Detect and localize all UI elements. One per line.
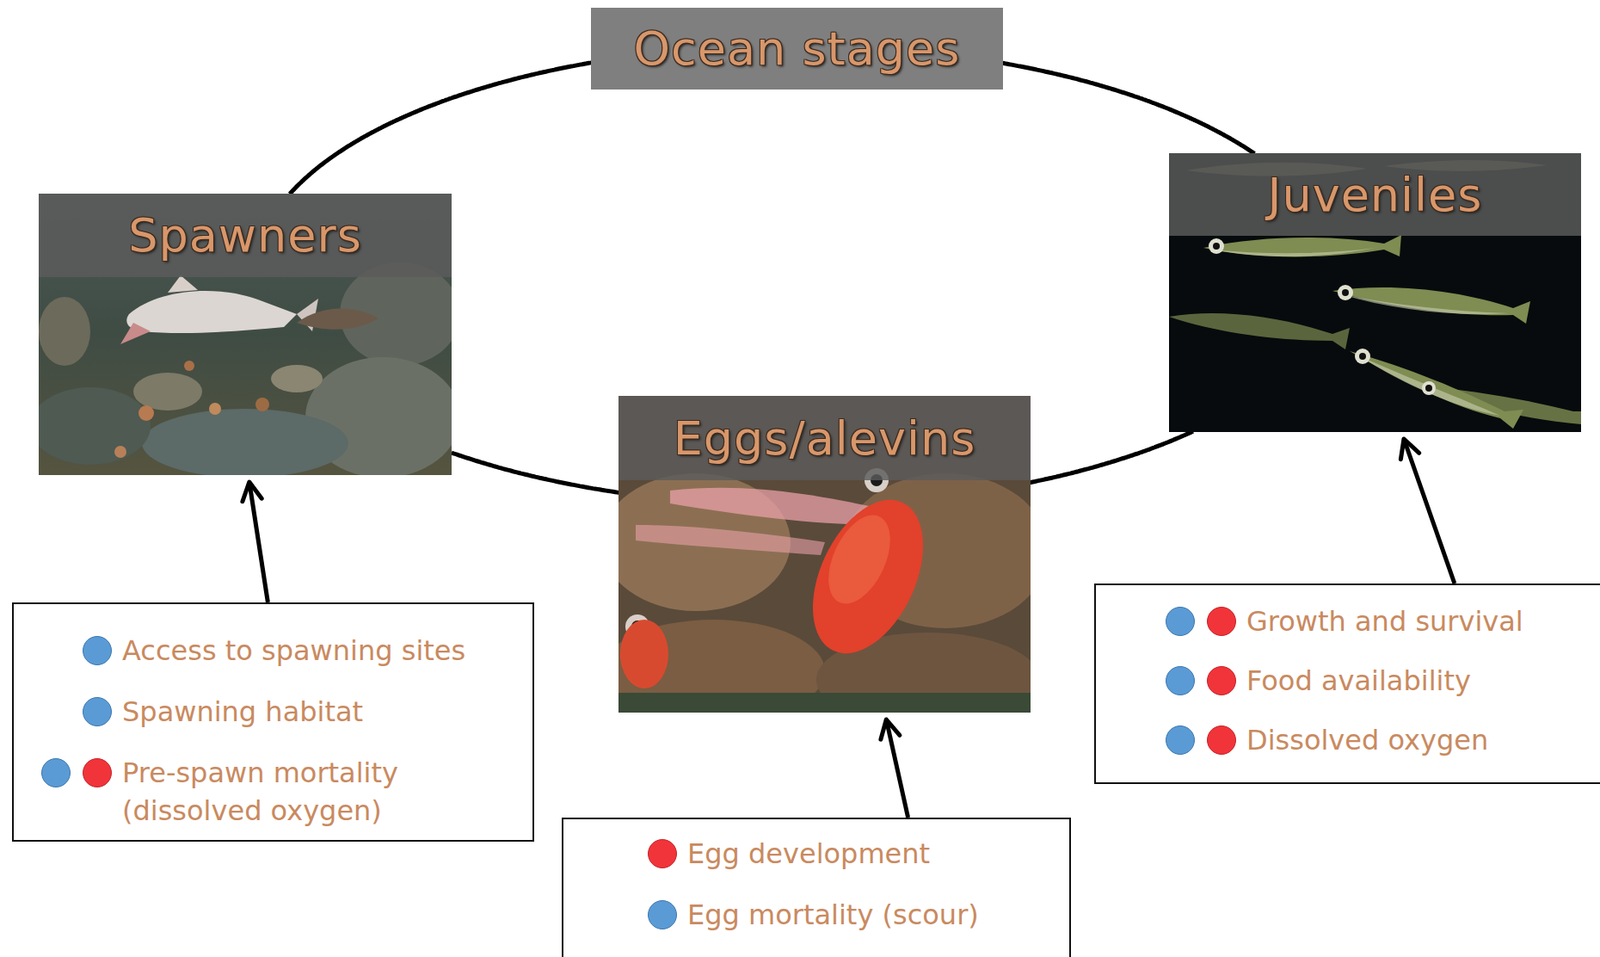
connector-line bbox=[1003, 62, 1256, 154]
dot-group bbox=[13, 631, 123, 665]
title-band: Eggs/alevins bbox=[618, 395, 1031, 480]
stage-title: Ocean stages bbox=[633, 21, 961, 76]
red-dot bbox=[82, 757, 112, 788]
arrowhead bbox=[1400, 438, 1419, 460]
blue-dot bbox=[82, 635, 112, 665]
red-dot bbox=[1206, 725, 1237, 755]
connector bbox=[451, 452, 620, 493]
red-dot bbox=[1206, 665, 1237, 696]
stage-box: Spawners bbox=[38, 193, 452, 475]
connector bbox=[289, 61, 594, 194]
factor-box: Access to spawning sitesSpawning habitat… bbox=[12, 602, 535, 842]
connector bbox=[1003, 62, 1256, 154]
connector-line bbox=[1028, 430, 1194, 483]
blue-dot bbox=[41, 757, 71, 788]
arrowhead bbox=[242, 481, 262, 502]
stage-title: Juveniles bbox=[1267, 167, 1484, 222]
title-band: Spawners bbox=[38, 193, 452, 277]
dot-group bbox=[1095, 602, 1247, 636]
factor-text: Spawning habitat bbox=[122, 692, 364, 731]
stage-box: Juveniles bbox=[1169, 153, 1582, 432]
connector bbox=[1028, 430, 1194, 483]
factor-text: Egg mortality (scour) bbox=[687, 895, 979, 934]
factor-row: Spawning habitat bbox=[13, 692, 533, 731]
blue-dot bbox=[1165, 665, 1195, 696]
stage-box: Eggs/alevins bbox=[618, 395, 1031, 713]
stage-title-box: Ocean stages bbox=[590, 7, 1004, 90]
factor-text: Dissolved oxygen bbox=[1246, 720, 1489, 759]
factor-box: Growth and survivalFood availabilityDiss… bbox=[1094, 583, 1600, 784]
connector bbox=[1400, 438, 1455, 584]
factor-row: Egg development bbox=[563, 834, 1070, 873]
dot-group bbox=[1095, 720, 1247, 755]
red-dot bbox=[647, 838, 677, 868]
connector-line bbox=[451, 452, 620, 493]
factor-text: Egg development bbox=[687, 834, 930, 873]
dot-group bbox=[13, 753, 123, 788]
factor-text: Growth and survival bbox=[1246, 602, 1524, 640]
factor-text: Pre-spawn mortality (dissolved oxygen) bbox=[122, 753, 467, 830]
stage-title: Spawners bbox=[128, 208, 363, 263]
dot-group bbox=[563, 895, 688, 930]
factor-text: Access to spawning sites bbox=[122, 631, 466, 670]
connector-line bbox=[289, 61, 594, 194]
factor-box: Egg developmentEgg mortality (scour) bbox=[561, 817, 1071, 957]
dot-group bbox=[1095, 661, 1247, 696]
factor-row: Food availability bbox=[1095, 661, 1600, 700]
blue-dot bbox=[1165, 606, 1195, 636]
connector-line bbox=[249, 481, 269, 603]
blue-dot bbox=[82, 696, 112, 727]
dot-group bbox=[13, 692, 123, 727]
factor-row: Dissolved oxygen bbox=[1095, 720, 1600, 759]
factor-text: Food availability bbox=[1246, 661, 1471, 700]
connector bbox=[880, 719, 909, 818]
connector-line bbox=[1403, 438, 1455, 584]
arrowhead bbox=[880, 719, 900, 739]
stage-title: Eggs/alevins bbox=[673, 411, 977, 466]
factor-row: Growth and survival bbox=[1095, 602, 1600, 640]
blue-dot bbox=[647, 899, 677, 930]
blue-dot bbox=[1165, 725, 1195, 755]
factor-row: Pre-spawn mortality (dissolved oxygen) bbox=[13, 753, 533, 830]
red-dot bbox=[1206, 606, 1237, 636]
title-band: Juveniles bbox=[1169, 153, 1582, 236]
factor-row: Egg mortality (scour) bbox=[563, 895, 1070, 934]
connector bbox=[242, 481, 269, 603]
dot-group bbox=[563, 834, 688, 868]
factor-row: Access to spawning sites bbox=[13, 631, 533, 670]
